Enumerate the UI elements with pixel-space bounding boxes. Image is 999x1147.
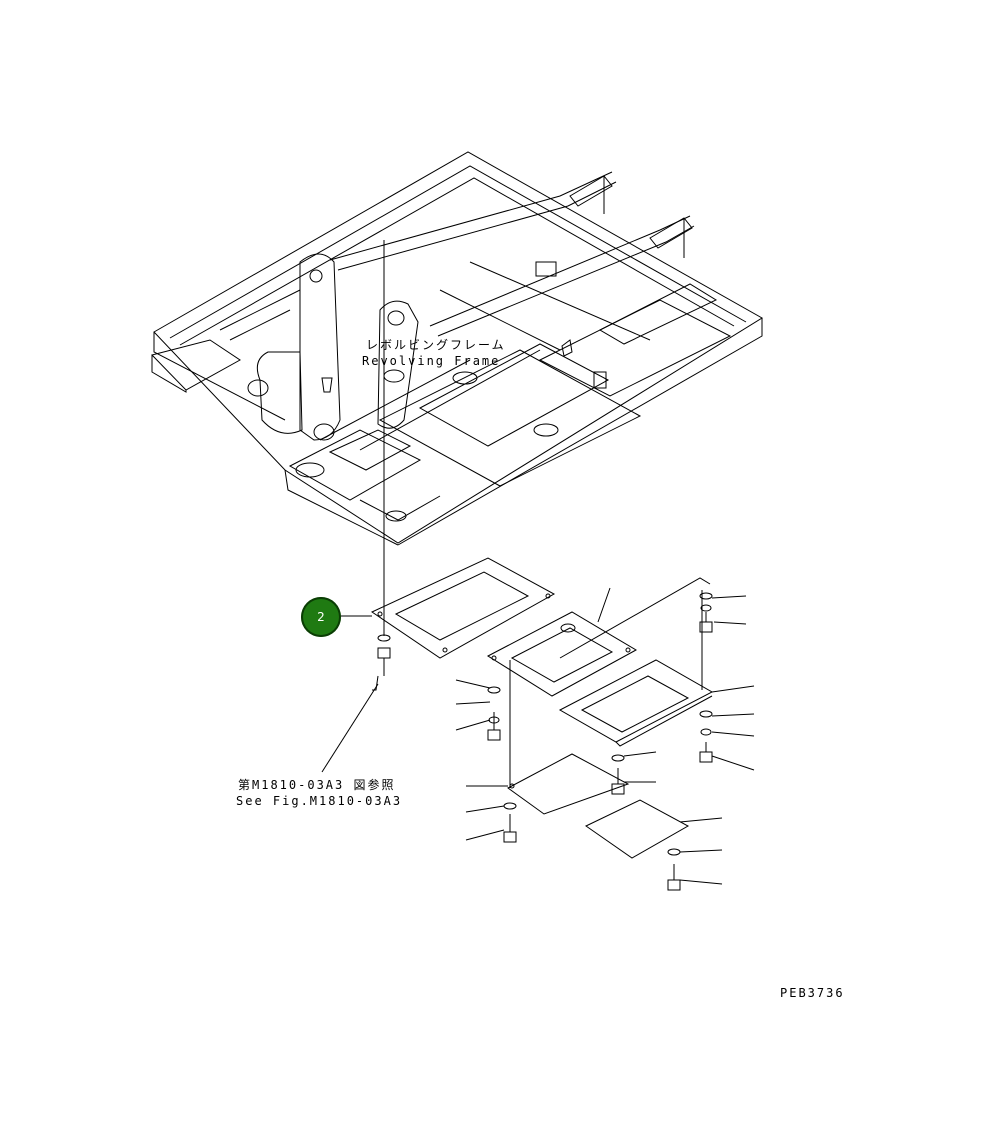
frame-label-en: Revolving Frame [362, 354, 501, 368]
bolt-group-bottom-right [667, 848, 681, 891]
ref-label-en: See Fig.M1810-03A3 [236, 794, 403, 808]
bolt-group-mid-right [611, 754, 625, 795]
callout-2[interactable]: 2 [301, 597, 341, 637]
drawing-code: PEB3736 [780, 986, 845, 1000]
bolt-group-mid-left [487, 686, 501, 741]
ref-label-jp: 第M1810-03A3 図参照 [238, 778, 396, 792]
bolt-group-left [372, 634, 391, 691]
revolving-frame-drawing [151, 151, 763, 620]
bolt-group-right-top [699, 592, 713, 633]
frame-label-jp: レボルビングフレーム [366, 338, 506, 352]
under-covers-drawing [321, 557, 755, 891]
bolt-group-bottom-left [503, 802, 517, 843]
bolt-group-right-mid [699, 710, 713, 763]
callout-number: 2 [317, 610, 325, 624]
